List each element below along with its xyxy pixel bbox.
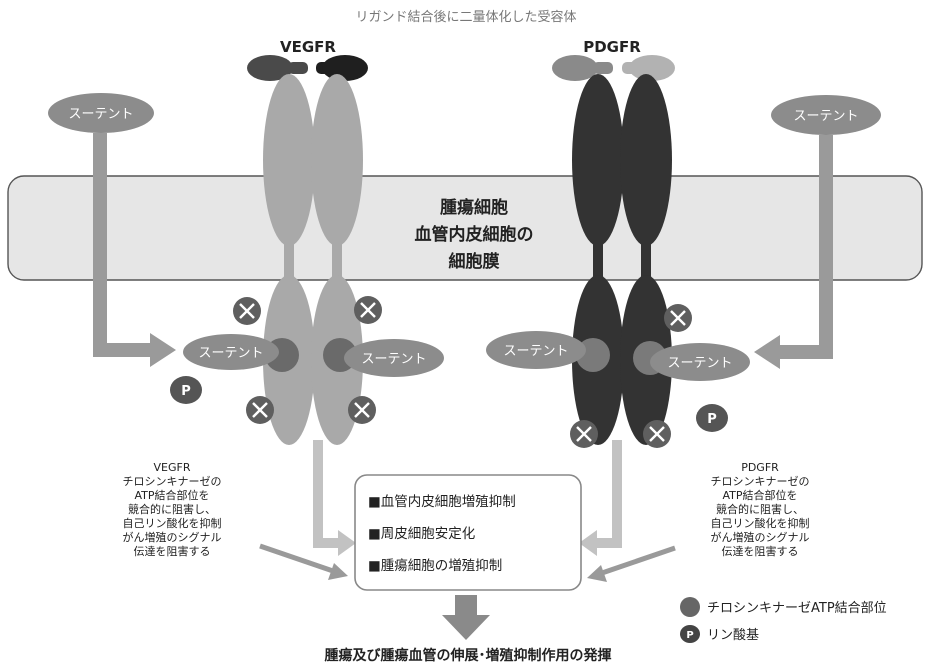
pdgfr-label: PDGFR <box>583 38 641 56</box>
drug-oval-top-left <box>48 93 154 133</box>
drug-label-vegfr-left: スーテント <box>198 346 263 361</box>
blocked-phospho-icon <box>352 294 384 326</box>
svg-text:競合的に阻害し、: 競合的に阻害し、 <box>716 502 804 516</box>
effect-item-1: ■血管内皮細胞増殖抑制 <box>368 493 516 510</box>
blocked-phospho-icon <box>568 418 600 450</box>
blocked-phospho-icon <box>662 302 694 334</box>
drug-label-pdgfr-right: スーテント <box>667 356 732 371</box>
svg-text:がん増殖のシグナル: がん増殖のシグナル <box>711 530 810 544</box>
phosphate-icon <box>696 404 728 432</box>
header-caption: リガンド結合後に二量体化した受容体 <box>355 9 576 25</box>
signal-arrow-vegfr <box>313 440 356 556</box>
svg-text:ATP結合部位を: ATP結合部位を <box>134 488 209 502</box>
svg-text:伝達を阻害する: 伝達を阻害する <box>722 544 799 558</box>
cell-membrane <box>7 175 923 281</box>
membrane-label-1: 腫瘍細胞 <box>440 197 508 218</box>
membrane-label-2: 血管内皮細胞の <box>415 224 534 245</box>
blocked-phospho-icon <box>244 394 276 426</box>
svg-text:競合的に阻害し、: 競合的に阻害し、 <box>128 502 216 516</box>
drug-oval-top-right <box>771 95 881 135</box>
svg-text:伝達を阻害する: 伝達を阻害する <box>134 544 211 558</box>
signal-arrow-pdgfr <box>579 440 622 556</box>
phosphate-label: P <box>181 384 191 399</box>
blocked-phospho-icon <box>231 295 263 327</box>
result-arrow <box>442 595 490 640</box>
blocked-phospho-icon <box>346 394 378 426</box>
drug-oval-pdgfr-right <box>650 343 750 381</box>
svg-text:ATP結合部位を: ATP結合部位を <box>722 488 797 502</box>
result-caption: 腫瘍及び腫瘍血管の伸展･増殖抑制作用の発揮 <box>325 647 612 664</box>
svg-text:自己リン酸化を抑制: 自己リン酸化を抑制 <box>711 516 810 530</box>
membrane-label-3: 細胞膜 <box>449 251 500 272</box>
svg-text:チロシンキナーゼの: チロシンキナーゼの <box>711 475 810 488</box>
phosphate-label: P <box>707 412 717 427</box>
phosphate-icon <box>170 376 202 404</box>
effects-box <box>354 474 582 591</box>
svg-text:がん増殖のシグナル: がん増殖のシグナル <box>123 530 222 544</box>
pdgfr-note: PDGFR チロシンキナーゼの ATP結合部位を 競合的に阻害し、 自己リン酸化… <box>711 461 810 558</box>
drug-label-top-left: スーテント <box>68 107 133 122</box>
drug-oval-pdgfr-left <box>486 331 586 369</box>
note-arrow-right-head <box>587 565 607 582</box>
svg-text:自己リン酸化を抑制: 自己リン酸化を抑制 <box>123 516 222 530</box>
phosphate-legend-icon <box>680 625 700 643</box>
vegfr-ligand <box>247 55 368 81</box>
legend-atp-label: チロシンキナーゼATP結合部位 <box>707 601 887 616</box>
drug-arrow-left <box>93 133 176 367</box>
blocked-phospho-icon <box>641 418 673 450</box>
svg-text:チロシンキナーゼの: チロシンキナーゼの <box>123 475 222 488</box>
svg-text:VEGFR: VEGFR <box>154 461 191 474</box>
note-arrow-left-head <box>328 563 348 580</box>
drug-label-pdgfr-left: スーテント <box>503 344 568 359</box>
drug-oval-vegfr-left <box>183 334 279 370</box>
drug-label-top-right: スーテント <box>793 109 858 124</box>
vegfr-note: VEGFR チロシンキナーゼの ATP結合部位を 競合的に阻害し、 自己リン酸化… <box>123 461 222 558</box>
drug-oval-vegfr-right <box>344 339 444 377</box>
effect-item-2: ■周皮細胞安定化 <box>368 526 475 542</box>
vegfr-receptor <box>263 74 363 445</box>
drug-label-vegfr-right: スーテント <box>361 352 426 367</box>
vegfr-label: VEGFR <box>280 38 336 56</box>
svg-text:PDGFR: PDGFR <box>741 461 779 474</box>
legend-p-symbol: P <box>686 630 693 641</box>
effect-item-3: ■腫瘍細胞の増殖抑制 <box>368 557 502 574</box>
atp-site-legend-icon <box>680 597 700 617</box>
pdgfr-ligand <box>552 55 675 81</box>
drug-arrow-right <box>754 135 833 369</box>
note-arrow-right <box>601 545 676 576</box>
note-arrow-left <box>259 543 334 574</box>
legend-phosphate-label: リン酸基 <box>707 628 759 643</box>
